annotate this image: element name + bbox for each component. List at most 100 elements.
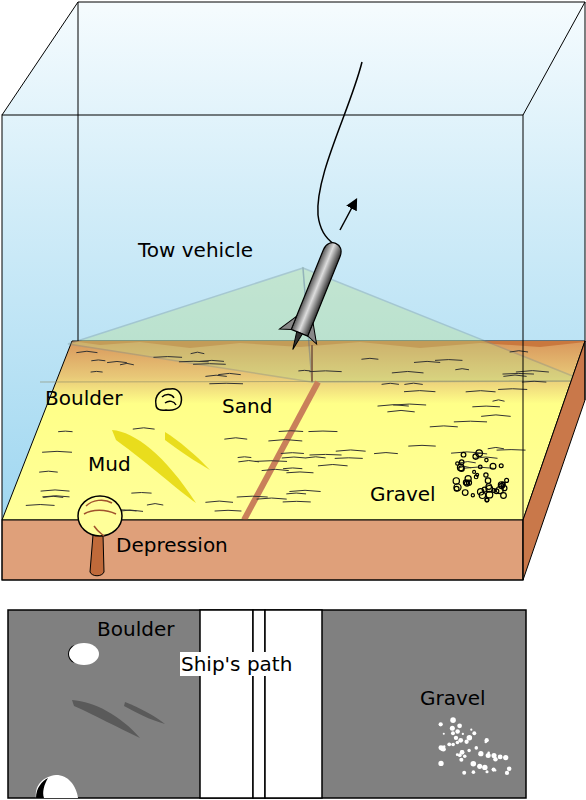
sand-ripple bbox=[451, 452, 483, 453]
sand-ripple bbox=[107, 361, 127, 362]
label-text: Tow vehicle bbox=[138, 238, 253, 262]
sand-ripple bbox=[404, 391, 435, 392]
sand-ripple bbox=[472, 406, 500, 408]
gravel-stone bbox=[462, 490, 468, 496]
gravel-return bbox=[463, 755, 467, 759]
sand-ripple bbox=[283, 501, 311, 503]
sand-ripple bbox=[179, 361, 209, 363]
gravel-stone bbox=[485, 458, 488, 461]
sand-ripple bbox=[76, 351, 97, 352]
gravel-return bbox=[451, 731, 455, 735]
feature-label: Tow vehicle bbox=[138, 238, 253, 262]
gravel-return bbox=[454, 736, 458, 740]
gravel-stone bbox=[478, 465, 482, 469]
sand-ripple bbox=[237, 496, 268, 498]
sand-ripple bbox=[58, 431, 72, 433]
gravel-stone bbox=[505, 478, 509, 482]
sand-ripple bbox=[497, 449, 526, 451]
gravel-return bbox=[475, 746, 479, 750]
sand-ripple bbox=[454, 421, 487, 423]
sand-ripple bbox=[39, 471, 58, 473]
sand-ripple bbox=[286, 471, 313, 473]
sand-ripple bbox=[430, 425, 458, 427]
sand-ripple bbox=[466, 391, 496, 392]
gravel-return bbox=[467, 749, 470, 752]
feature-label: Boulder bbox=[97, 617, 174, 641]
sand-ripple bbox=[41, 490, 70, 491]
gravel-stone bbox=[453, 478, 459, 484]
gravel-stone bbox=[473, 470, 476, 473]
sand-ripple bbox=[393, 404, 426, 406]
gravel-return bbox=[472, 770, 476, 774]
sand-ripple bbox=[262, 469, 289, 470]
sand-ripple bbox=[387, 410, 414, 411]
gravel-return bbox=[458, 753, 462, 757]
gravel-stone bbox=[494, 489, 499, 494]
sand-ripple bbox=[435, 359, 462, 361]
sand-ripple bbox=[309, 454, 341, 456]
sand-ripple bbox=[191, 352, 205, 353]
gravel-return bbox=[471, 761, 477, 767]
sand-ripple bbox=[481, 415, 511, 416]
label-text: Sand bbox=[222, 394, 272, 418]
gravel-return bbox=[462, 771, 466, 775]
label-text: Ship's path bbox=[180, 652, 293, 676]
sand-ripple bbox=[282, 457, 306, 459]
sand-ripple bbox=[193, 363, 226, 365]
gravel-return bbox=[439, 724, 441, 726]
gravel-stone bbox=[464, 481, 469, 486]
sand-ripple bbox=[516, 371, 549, 372]
gravel-stone bbox=[454, 484, 461, 491]
sand-ripple bbox=[91, 359, 105, 361]
gravel-return bbox=[472, 731, 476, 735]
sand-ripple bbox=[309, 370, 341, 372]
gravel-return bbox=[462, 733, 464, 735]
sand-ripple bbox=[255, 460, 287, 462]
sand-ripple bbox=[382, 383, 399, 384]
feature-label: Mud bbox=[88, 452, 131, 476]
sand-ripple bbox=[268, 440, 302, 441]
gravel-stone bbox=[457, 464, 464, 471]
label-text: Boulder bbox=[45, 386, 122, 410]
label-text: Gravel bbox=[420, 686, 486, 710]
gravel-return bbox=[470, 729, 472, 731]
sand-ripple bbox=[42, 451, 72, 453]
gravel-return bbox=[505, 771, 509, 775]
sand-ripple bbox=[522, 381, 546, 383]
sand-ripple bbox=[502, 373, 533, 375]
sand-ripple bbox=[133, 428, 155, 429]
sand-ripple bbox=[218, 373, 241, 374]
sand-ripple bbox=[26, 504, 55, 506]
gravel-return bbox=[450, 726, 455, 731]
sand-ripple bbox=[493, 400, 505, 401]
gravel-return bbox=[450, 717, 456, 723]
gravel-return bbox=[485, 741, 487, 743]
sand-ripple bbox=[42, 496, 69, 497]
gravel-return bbox=[447, 742, 451, 746]
sand-ripple bbox=[153, 356, 182, 358]
sand-ripple bbox=[147, 504, 163, 505]
feature-label: Sand bbox=[222, 394, 272, 418]
gravel-return bbox=[485, 738, 489, 742]
sand-ripple bbox=[460, 462, 476, 463]
feature-label: Gravel bbox=[420, 686, 486, 710]
gravel-return bbox=[492, 768, 496, 772]
gravel-stone bbox=[476, 450, 483, 457]
sand-ripple bbox=[215, 510, 242, 512]
sand-ripple bbox=[455, 369, 469, 370]
sand-ripple bbox=[289, 490, 320, 491]
sand-ripple bbox=[131, 492, 151, 494]
label-text: Gravel bbox=[370, 482, 436, 506]
gravel-return bbox=[438, 761, 443, 766]
gravel-stone bbox=[471, 494, 474, 497]
sand-ripple bbox=[224, 438, 247, 439]
label-text: Mud bbox=[88, 452, 131, 476]
sand-ripple bbox=[408, 445, 435, 447]
sand-ripple bbox=[286, 493, 306, 495]
gravel-stone bbox=[499, 464, 503, 468]
sand-ripple bbox=[336, 450, 366, 451]
sand-ripple bbox=[238, 461, 259, 462]
sand-ripple bbox=[205, 375, 226, 376]
sand-ripple bbox=[318, 465, 348, 466]
